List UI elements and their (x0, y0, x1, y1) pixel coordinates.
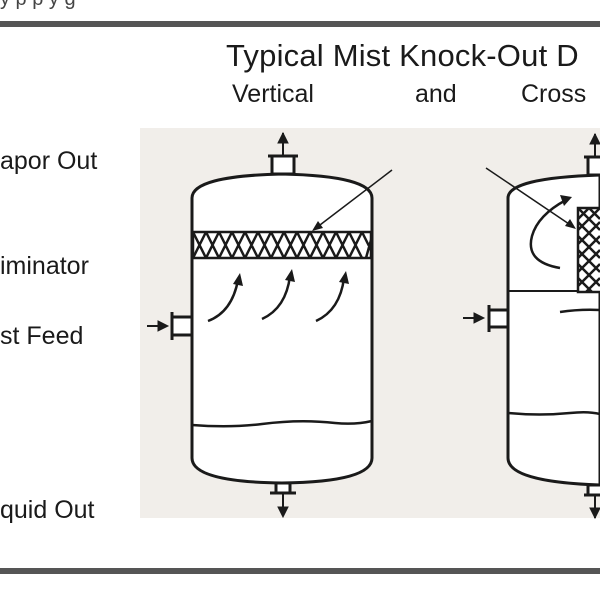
crossflow-mesh-pad (576, 206, 600, 294)
cut-off-caption: y p p y g (0, 0, 76, 11)
crossflow-top-nozzle (584, 132, 600, 177)
vertical-eliminator-leader (315, 169, 393, 229)
diagram-title: Typical Mist Knock-Out D (226, 38, 579, 73)
vertical-vessel-shell (190, 172, 374, 485)
vertical-flow-arrow-heads (233, 269, 349, 286)
crossflow-bottom-nozzle (584, 483, 600, 520)
subtitle-and: and (415, 80, 457, 108)
crossflow-liquid-level (507, 410, 600, 416)
crossflow-eliminator-leader (485, 167, 573, 227)
label-mist-feed: st Feed (0, 322, 84, 350)
frame-top-bar (0, 21, 600, 27)
vertical-top-nozzle (268, 131, 298, 176)
label-eliminator: iminator (0, 252, 89, 280)
subtitle-cross: Cross (521, 80, 587, 108)
vertical-feed-nozzle (147, 312, 194, 340)
frame-bottom-bar (0, 568, 600, 574)
vertical-mesh-pad (191, 230, 373, 260)
label-liquid-out: quid Out (0, 496, 95, 524)
crossflow-feed-nozzle (463, 305, 510, 332)
vertical-bottom-nozzle (270, 481, 296, 519)
vertical-flow-arrows (207, 275, 346, 323)
crossflow-flow-arrow (529, 198, 567, 270)
crossflow-eliminator-leader-head (565, 219, 576, 229)
label-vapor-out: apor Out (0, 147, 98, 175)
vertical-liquid-level (191, 419, 373, 428)
crossflow-flow-arrow-head (560, 195, 572, 206)
subtitle-vertical: Vertical (232, 80, 314, 108)
vertical-eliminator-leader-head (312, 221, 323, 231)
vertical-vessel (190, 172, 374, 485)
